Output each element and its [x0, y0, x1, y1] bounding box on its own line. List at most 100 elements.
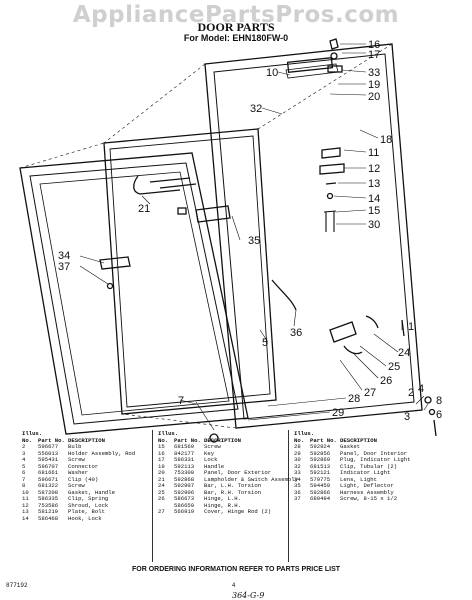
parts-cell-illus: 8 [22, 482, 26, 489]
parts-cell-illus: 14 [22, 514, 29, 522]
callout-10: 10 [266, 67, 278, 79]
parts-cell-illus: 36 [294, 488, 301, 496]
parts-cell-illus: 28 [294, 443, 301, 450]
parts-cell-part: 592907 [174, 482, 195, 489]
column-divider [152, 430, 153, 562]
parts-cell-illus: 27 [158, 508, 165, 515]
callout-2: 2 [408, 387, 414, 399]
parts-cell-part: 592866 [310, 488, 331, 496]
callout-15: 15 [368, 205, 380, 217]
parts-cell-illus: 30 [294, 456, 301, 463]
parts-cell-illus: 37 [294, 495, 301, 502]
callout-28: 28 [348, 393, 360, 405]
parts-cell-illus: 7 [22, 475, 26, 483]
parts-cell-desc: Lens, Light [340, 475, 377, 483]
lampholder [133, 175, 181, 195]
parts-cell-part: 596707 [38, 462, 59, 470]
parts-cell-illus: 25 [158, 488, 165, 496]
callout-16: 16 [368, 39, 380, 51]
parts-cell-part: 596677 [38, 443, 59, 450]
callout-36: 36 [290, 327, 302, 339]
parts-cell-part: 594459 [310, 482, 331, 489]
parts-cell-desc: Screw, 8-15 x 1/2 [340, 495, 398, 502]
callout-35: 35 [248, 235, 260, 247]
parts-cell-desc: Lampholder & Switch Assembly [204, 475, 298, 483]
callout-1: 1 [408, 321, 414, 333]
light-lens [99, 256, 131, 270]
parts-cell-desc: Washer [68, 469, 89, 476]
watermark: AppliancePartsPros.com [72, 2, 400, 28]
parts-cell-part: 592856 [310, 449, 331, 457]
callout-6: 6 [436, 409, 442, 421]
door-handle [286, 57, 334, 73]
callout-17: 17 [368, 49, 380, 61]
parts-cell-part: 586673 [174, 495, 195, 502]
parts-cell-desc: Screw [68, 456, 85, 463]
callout-4: 4 [418, 383, 424, 395]
parts-cell-illus: 12 [22, 501, 29, 509]
door-exterior-panel [204, 43, 423, 429]
parts-cell-illus: 21 [158, 475, 165, 483]
parts-cell-part: 680494 [310, 495, 331, 502]
parts-cell-part: 681513 [310, 462, 331, 470]
parts-cell-illus: 33 [294, 469, 301, 476]
parts-cell-desc: Hinge, L.H. [204, 495, 241, 502]
callout-21: 21 [138, 203, 150, 215]
parts-cell-illus: 19 [158, 462, 165, 470]
parts-cell-illus: 3 [22, 449, 26, 457]
parts-cell-desc: Bar, L.H. Torsion [204, 482, 262, 489]
callout-13: 13 [368, 178, 380, 190]
parts-cell-part: 596671 [38, 475, 59, 483]
door-gasket [103, 128, 277, 415]
callout-19: 19 [368, 79, 380, 91]
callout-20: 20 [368, 91, 380, 103]
parts-cell-desc: Panel, Door Exterior [204, 469, 272, 476]
callout-14: 14 [368, 193, 380, 205]
parts-cell-illus: 20 [158, 469, 165, 476]
model-line: For Model: EHN180FW-0 [183, 33, 289, 43]
parts-cell-part: 592924 [310, 443, 331, 450]
parts-cell-desc: Holder Assembly, Rod [68, 449, 136, 457]
parts-cell-part: 595431 [38, 456, 59, 463]
parts-cell-illus: 34 [294, 475, 301, 483]
parts-cell-desc: Indicator Light [340, 469, 391, 476]
parts-cell-illus: 10 [22, 488, 29, 496]
parts-row: 29 592856 Panel, Door Interior [294, 449, 420, 458]
callout-34: 34 [58, 250, 70, 262]
parts-cell-illus: 16 [158, 449, 165, 457]
page-title: DOOR PARTS [197, 20, 275, 34]
parts-cell-desc: Gasket [340, 443, 361, 450]
callout-25: 25 [388, 361, 400, 373]
parts-cell-desc: Shroud, Lock [68, 501, 109, 509]
callout-5: 5 [262, 337, 268, 349]
parts-cell-part: 581219 [38, 508, 59, 515]
parts-cell-desc: Panel, Door Interior [340, 449, 408, 457]
callout-8: 8 [436, 395, 442, 407]
parts-cell-desc: Gasket, Handle [68, 488, 115, 496]
ordering-note: FOR ORDERING INFORMATION REFER TO PARTS … [131, 566, 341, 573]
parts-row: 20 753300 Panel, Door Exterior [158, 469, 284, 477]
parts-cell-desc: Screw [204, 443, 221, 450]
parts-cell-part: 592121 [310, 469, 331, 476]
callout-26: 26 [380, 375, 392, 387]
parts-cell-part: 753300 [174, 469, 195, 476]
callout-24: 24 [398, 347, 410, 359]
parts-cell-illus: 29 [294, 449, 301, 457]
parts-cell-part: 842177 [174, 449, 195, 457]
